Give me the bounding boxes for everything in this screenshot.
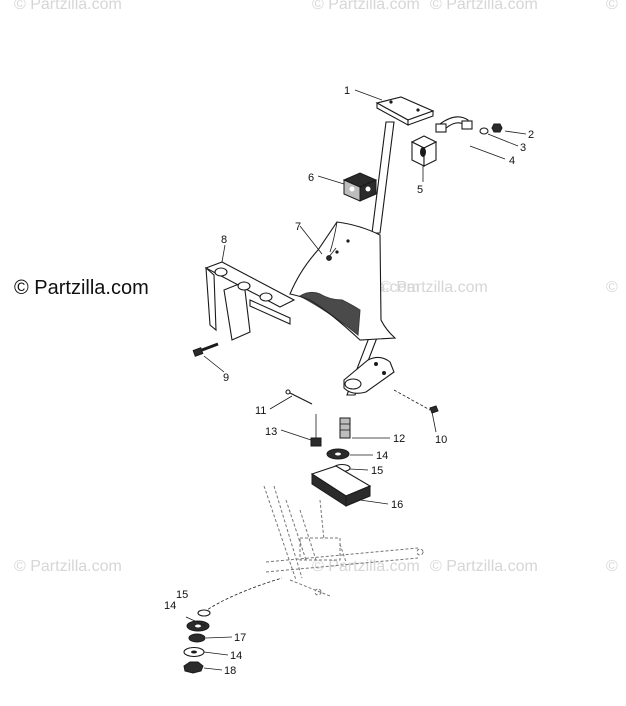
watermark-main: © Partzilla.com — [14, 277, 149, 299]
callout-1: 1 — [344, 85, 350, 97]
screw-7 — [326, 247, 337, 261]
steering-arm — [310, 465, 372, 507]
callout-12: 12 — [393, 433, 405, 445]
watermark-middle-2: © Partzilla.com — [380, 279, 488, 296]
callout-13: 13 — [265, 426, 277, 438]
callout-15-lower: 15 — [176, 589, 188, 601]
callout-labels: 1 2 3 4 5 6 7 8 9 10 11 12 13 14 15 16 1… — [164, 85, 534, 677]
steering-post-plate — [375, 96, 435, 126]
callout-14: 14 — [376, 450, 388, 462]
callout-6: 6 — [308, 172, 314, 184]
callout-14-bottom: 14 — [230, 650, 242, 662]
steering-cover — [289, 221, 397, 341]
callout-4: 4 — [509, 155, 515, 167]
bushing-block — [410, 135, 438, 167]
callout-2: 2 — [528, 129, 534, 141]
watermark-top-1: © Partzilla.com — [14, 0, 122, 13]
callout-7: 7 — [295, 221, 301, 233]
callout-8: 8 — [221, 234, 227, 246]
rubber-block — [342, 172, 378, 202]
callout-3: 3 — [520, 142, 526, 154]
watermark-bottom-3: © Partzilla.com — [430, 558, 538, 575]
mounting-bracket — [204, 261, 296, 341]
castle-nut — [310, 414, 322, 447]
callout-16: 16 — [391, 499, 403, 511]
callout-14-lower: 14 — [164, 600, 176, 612]
post-bracket — [343, 356, 439, 414]
leader-lines — [185, 89, 527, 671]
callout-15: 15 — [371, 465, 383, 477]
watermark-middle-3: © — [606, 279, 618, 296]
watermark-bottom-4: © — [606, 558, 618, 575]
clamp-hardware — [435, 116, 503, 135]
watermark-bottom-2: © Partzilla.com — [312, 558, 420, 575]
bolt-9 — [192, 342, 219, 357]
watermark-top-3: © Partzilla.com — [430, 0, 538, 13]
callout-11: 11 — [255, 405, 266, 417]
callout-5: 5 — [417, 184, 423, 196]
cotter-pin — [285, 389, 313, 405]
watermark-bottom-1: © Partzilla.com — [14, 558, 122, 575]
frame-ghost — [263, 485, 424, 597]
callout-17: 17 — [234, 632, 246, 644]
callout-9: 9 — [223, 372, 229, 384]
watermark-top-2: © Partzilla.com — [312, 0, 420, 13]
splined-shaft-end — [339, 417, 351, 439]
lower-hardware — [183, 609, 211, 674]
callout-18: 18 — [224, 665, 236, 677]
watermark-top-4: © — [606, 0, 618, 13]
callout-10: 10 — [435, 434, 447, 446]
